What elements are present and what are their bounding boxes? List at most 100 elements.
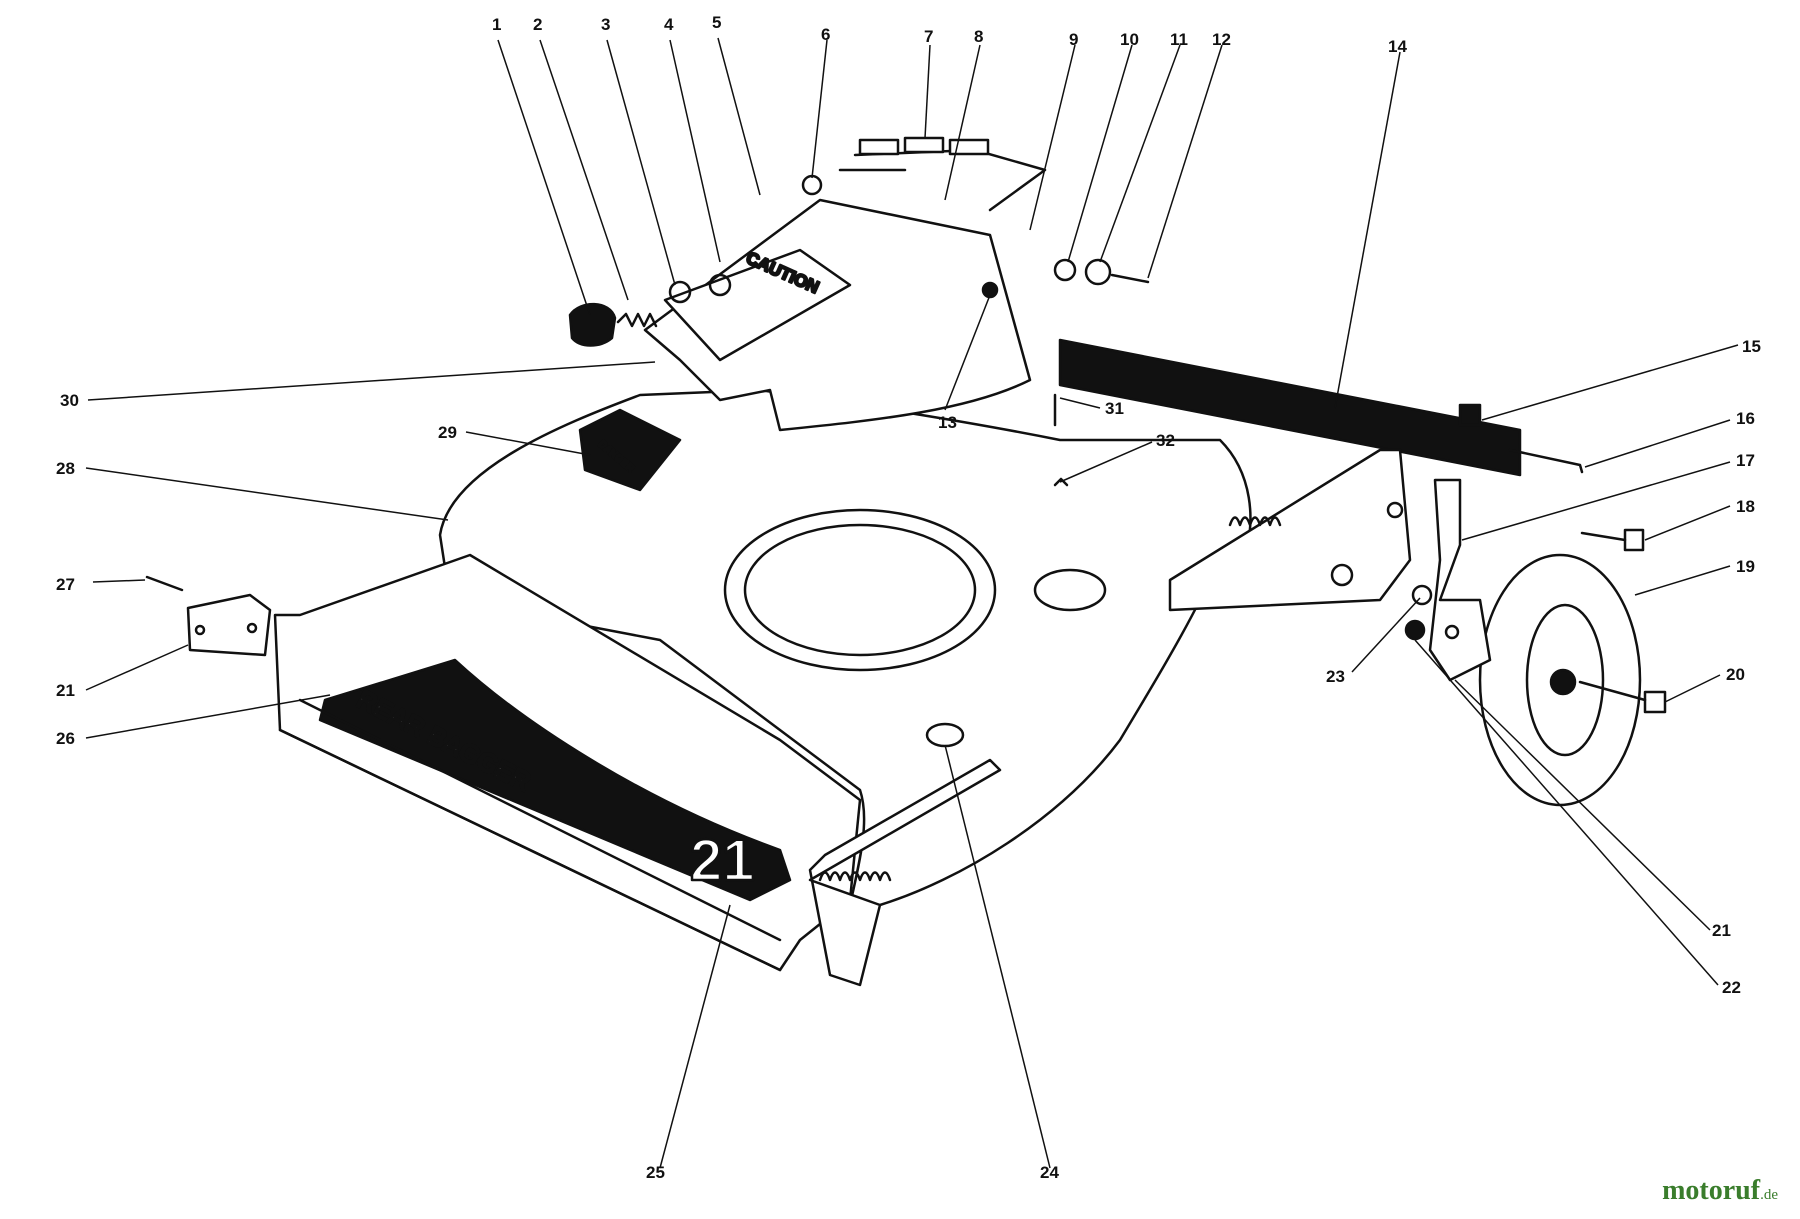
callout-23: 23 — [1326, 667, 1345, 686]
washer-23 — [1411, 584, 1433, 606]
handle-lever — [838, 148, 1047, 212]
watermark-tld: .de — [1760, 1187, 1778, 1203]
leader-16 — [1584, 419, 1731, 468]
callout-10: 10 — [1120, 30, 1139, 49]
callout-15: 15 — [1742, 337, 1761, 356]
callout-25: 25 — [646, 1163, 665, 1182]
bracket-pivot — [1330, 563, 1354, 587]
washer-2 — [708, 273, 732, 297]
leader-31 — [1059, 397, 1101, 409]
callout-21-left: 21 — [56, 681, 75, 700]
leader-15 — [1481, 344, 1739, 421]
callout-17: 17 — [1736, 451, 1755, 470]
washer-10 — [1053, 258, 1077, 282]
deck-size-text: 21 — [690, 828, 755, 893]
callout-4: 4 — [664, 15, 674, 34]
motor-mount-ring — [743, 523, 977, 657]
callout-29: 29 — [438, 423, 457, 442]
callout-16: 16 — [1736, 409, 1755, 428]
rear-axle-bar — [1058, 338, 1522, 477]
bracket-teeth — [1228, 516, 1282, 527]
handle-knob — [568, 302, 617, 347]
callout-26: 26 — [56, 729, 75, 748]
washer-1 — [668, 280, 692, 304]
leader-9 — [1029, 44, 1076, 231]
motor-mount-ring-outer — [723, 508, 997, 672]
part-13 — [981, 281, 999, 299]
nut-22 — [1404, 619, 1426, 641]
spring — [616, 312, 658, 328]
rear-bagger-decal — [318, 658, 792, 902]
bolt-head-20 — [1643, 690, 1667, 714]
leader-26 — [85, 694, 331, 739]
callout-1: 1 — [492, 15, 501, 34]
callout-13: 13 — [938, 413, 957, 432]
bracket-hole — [1386, 501, 1404, 519]
callout-27: 27 — [56, 575, 75, 594]
site-watermark: motoruf.de — [1662, 1177, 1778, 1205]
rear-skid-bracket — [808, 758, 1002, 987]
callout-5: 5 — [712, 13, 721, 32]
pin-16 — [1508, 448, 1584, 474]
deck-hole — [1033, 568, 1107, 612]
leader-4 — [669, 39, 721, 263]
skid-teeth — [818, 871, 892, 882]
leader-2 — [539, 39, 629, 301]
caution-decal — [663, 248, 852, 362]
leader-22 — [1414, 639, 1719, 986]
bolt-27 — [145, 575, 184, 592]
callout-24: 24 — [1040, 1163, 1059, 1182]
leader-6 — [811, 39, 828, 179]
lever-hole — [1444, 624, 1460, 640]
bolt-20 — [1578, 680, 1647, 702]
callout-8: 8 — [974, 27, 983, 46]
leader-8 — [944, 44, 981, 201]
callout-3: 3 — [601, 15, 610, 34]
callout-32: 32 — [1156, 431, 1175, 450]
leader-19 — [1634, 565, 1731, 596]
handle-pad-2 — [903, 136, 945, 154]
callout-11: 11 — [1170, 30, 1188, 49]
screw-32 — [1053, 477, 1069, 487]
leader-21-right — [1454, 679, 1711, 931]
bolt-head-18 — [1623, 528, 1645, 552]
leader-12 — [1147, 44, 1223, 279]
callout-2: 2 — [533, 15, 542, 34]
leader-29 — [465, 431, 591, 456]
rear-bracket-21 — [186, 593, 272, 657]
leader-24 — [944, 744, 1051, 1169]
wheel-axle-cap — [1549, 668, 1577, 696]
bolt-18 — [1580, 531, 1627, 542]
nut-15 — [1458, 403, 1482, 427]
callout-7: 7 — [924, 27, 933, 46]
washer-11 — [1084, 258, 1112, 286]
callout-20: 20 — [1726, 665, 1745, 684]
leader-28 — [85, 467, 449, 521]
callout-labels: 1 2 3 4 5 6 7 8 9 10 11 12 13 14 15 16 1… — [56, 13, 1761, 1182]
leader-13 — [944, 294, 991, 411]
leader-23 — [1351, 597, 1421, 673]
leader-21-left — [85, 644, 189, 691]
rear-wheel-hub — [1525, 603, 1605, 757]
upper-housing — [643, 198, 1032, 432]
leader-17 — [1461, 461, 1731, 541]
leader-14 — [1334, 51, 1401, 409]
callout-12: 12 — [1212, 30, 1231, 49]
callout-21-right: 21 — [1712, 921, 1731, 940]
leader-7 — [924, 44, 931, 139]
leader-27 — [92, 579, 146, 583]
callout-31: 31 — [1105, 399, 1124, 418]
rear-plate-edge — [278, 698, 782, 972]
bolt-12 — [1110, 273, 1150, 284]
leader-3 — [606, 39, 676, 286]
leader-5 — [717, 37, 761, 196]
leader-11 — [1099, 44, 1181, 263]
callout-22: 22 — [1722, 978, 1741, 997]
callout-28: 28 — [56, 459, 75, 478]
leader-30 — [87, 361, 656, 401]
wheel-height-lever — [1428, 478, 1492, 682]
danger-decal — [578, 408, 682, 492]
bracket-21-hole-2 — [246, 622, 258, 634]
